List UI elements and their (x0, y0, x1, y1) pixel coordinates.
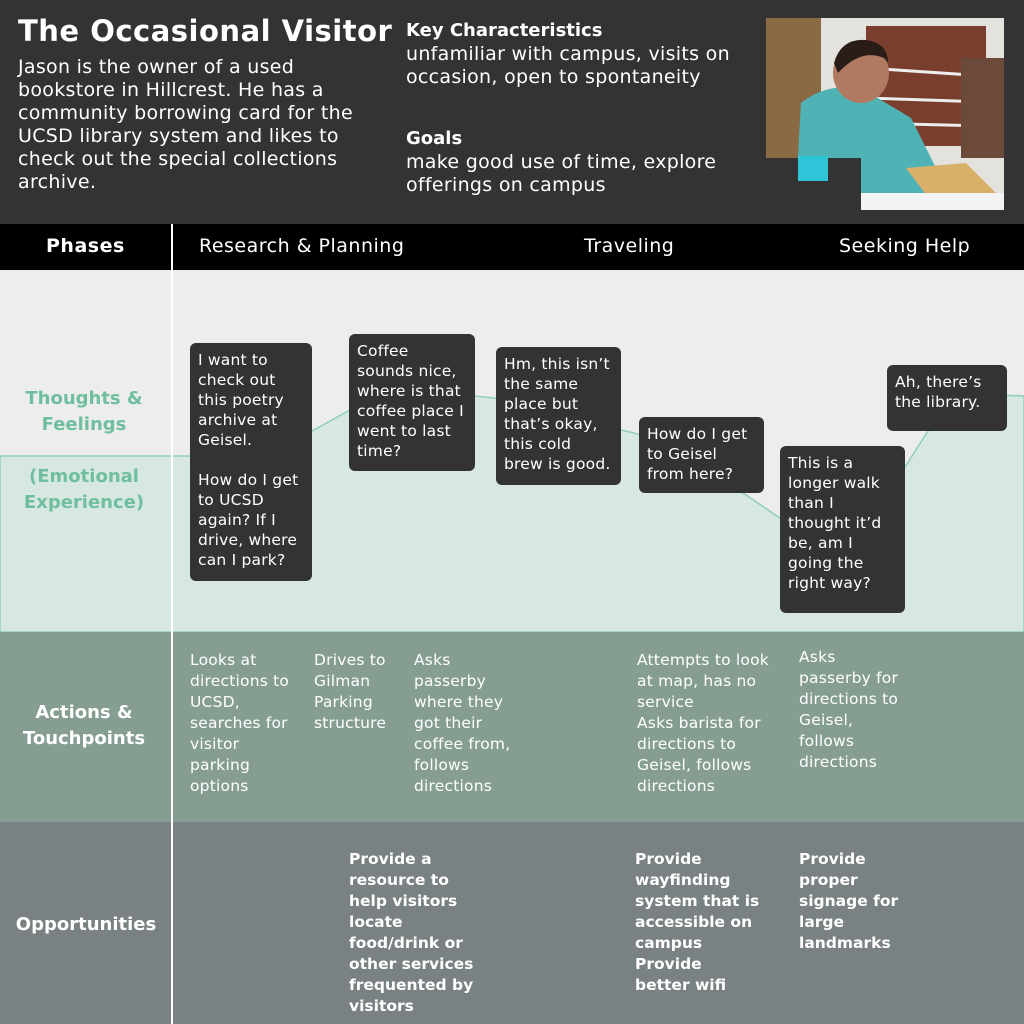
phases-bar: Phases Research & Planning Traveling See… (0, 224, 1024, 270)
thought-bubble: How do I get to Geisel from here? (639, 417, 764, 493)
phases-label: Phases (46, 235, 125, 257)
thoughts-label: Thoughts & Feelings (25, 388, 143, 435)
column-divider (171, 224, 173, 1024)
characteristics-text: unfamiliar with campus, visits on occasi… (406, 43, 730, 88)
persona-bio: Jason is the owner of a used bookstore i… (18, 56, 353, 193)
thought-bubble: I want to check out this poetry archive … (190, 343, 312, 581)
opportunity-item: Provide proper signage for large landmar… (799, 850, 899, 952)
actions-label: Actions & Touchpoints (22, 702, 146, 749)
thought-bubble: Ah, there’s the library. (887, 365, 1007, 431)
action-item: Asks passerby where they got their coffe… (414, 651, 511, 795)
phase-research-planning: Research & Planning (199, 235, 405, 257)
action-item: Asks passerby for directions to Geisel, … (799, 648, 899, 771)
characteristics-heading: Key Characteristics (406, 20, 603, 41)
thought-bubble: This is a longer walk than I thought it’… (780, 446, 905, 613)
opportunity-item: Provide wayfinding system that is access… (635, 850, 760, 994)
emotional-label: (Emotional Experience) (23, 466, 145, 513)
opportunity-item: Provide a resource to help visitors loca… (349, 850, 474, 1015)
thought-bubble: Hm, this isn’t the same place but that’s… (496, 347, 621, 485)
thoughts-feelings-row: Thoughts & Feelings (Emotional Experienc… (0, 270, 1024, 632)
persona-photo (766, 18, 1004, 210)
phase-traveling: Traveling (584, 235, 675, 257)
phase-seeking-help: Seeking Help (839, 235, 971, 257)
persona-header: The Occasional Visitor Jason is the owne… (0, 0, 1024, 224)
opportunities-row: Opportunities Provide a resource to help… (0, 822, 1024, 1024)
actions-touchpoints-row: Actions & Touchpoints Looks at direction… (0, 632, 1024, 822)
thought-bubble: Coffee sounds nice, where is that coffee… (349, 334, 475, 471)
action-item: Drives to Gilman Parking structure (314, 651, 387, 732)
goals-heading: Goals (406, 128, 463, 149)
persona-title: The Occasional Visitor (18, 14, 393, 48)
opportunities-label: Opportunities (15, 914, 157, 935)
goals-text: make good use of time, explore offerings… (406, 151, 717, 196)
action-item: Attempts to look at map, has no service … (637, 651, 769, 795)
action-item: Looks at directions to UCSD, searches fo… (190, 651, 290, 795)
